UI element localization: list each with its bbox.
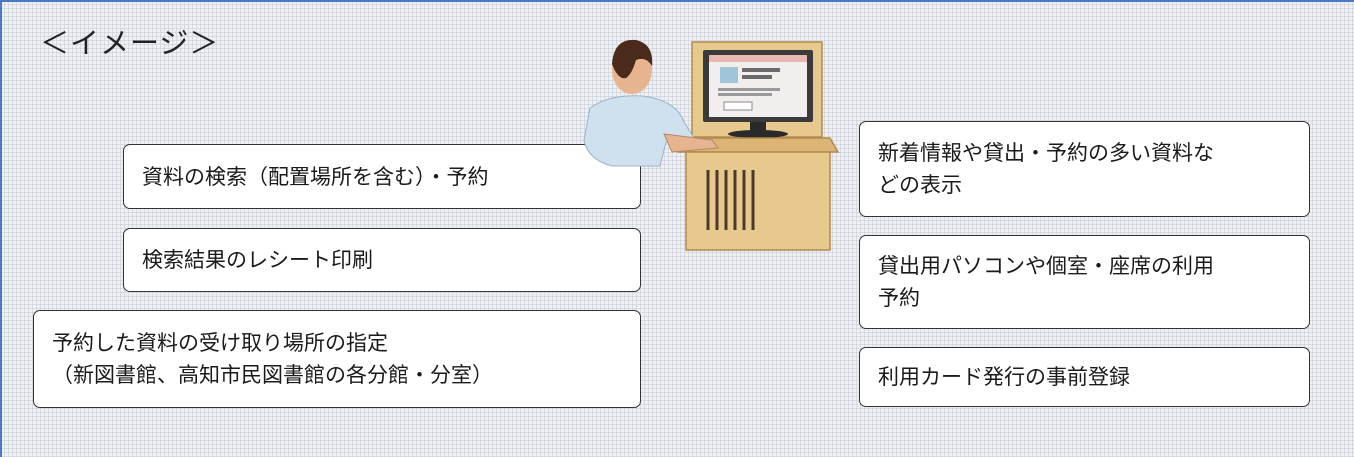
screen-button: [723, 101, 753, 111]
screen-icon: [720, 67, 738, 83]
kiosk-illustration: [583, 39, 840, 251]
feature-box-pc-room-reservation: 貸出用パソコンや個室・座席の利用 予約: [859, 235, 1310, 329]
person-arm: [663, 133, 719, 153]
feature-box-pickup-location: 予約した資料の受け取り場所の指定 （新図書館、高知市民図書館の各分館・分室）: [33, 310, 641, 408]
screen-text-line: [718, 88, 780, 91]
monitor-base: [728, 130, 788, 138]
feature-text: 予約した資料の受け取り場所の指定: [52, 331, 388, 355]
diagram-heading: ＜イメージ＞: [40, 26, 220, 60]
feature-text: 新着情報や貸出・予約の多い資料な: [878, 141, 1214, 165]
feature-text: 資料の検索（配置場所を含む）・予約: [142, 164, 489, 189]
screen-header: [709, 55, 807, 62]
person-torso: [583, 95, 695, 167]
feature-text: 貸出用パソコンや個室・座席の利用: [878, 254, 1214, 278]
monitor-stand: [750, 122, 766, 132]
screen-text-line: [742, 75, 772, 79]
feature-box-search-reserve: 資料の検索（配置場所を含む）・予約: [123, 144, 641, 209]
kiosk-vent-slats: [706, 170, 755, 230]
person-hair: [612, 39, 653, 79]
feature-box-new-arrivals: 新着情報や貸出・予約の多い資料な どの表示: [859, 121, 1310, 217]
feature-text: どの表示: [878, 173, 962, 197]
screen-text-line: [718, 93, 772, 96]
feature-box-receipt-print: 検索結果のレシート印刷: [123, 228, 641, 292]
feature-box-card-preregistration: 利用カード発行の事前登録: [859, 347, 1310, 407]
feature-text: 利用カード発行の事前登録: [878, 365, 1130, 389]
feature-text: 検索結果のレシート印刷: [142, 248, 373, 272]
kiosk-cabinet: [685, 151, 831, 251]
feature-text: 予約: [878, 286, 920, 310]
feature-text: （新図書館、高知市民図書館の各分館・分室）: [52, 363, 493, 387]
screen-text-line: [742, 68, 780, 72]
